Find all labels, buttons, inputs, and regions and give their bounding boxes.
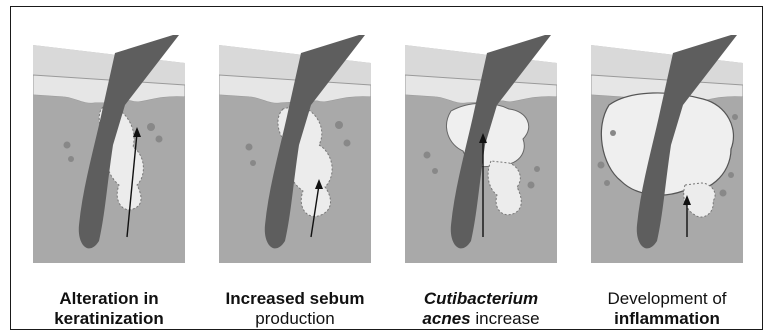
caption-line2: keratinization [19, 309, 199, 329]
figure-frame: Alteration in keratinization Increased s… [10, 6, 763, 330]
caption-line1: Increased sebum [205, 289, 385, 309]
panel-bacteria [405, 35, 557, 263]
caption-line2: production [205, 309, 385, 329]
caption-line2-italic: acnes [422, 309, 470, 328]
caption-keratinization: Alteration in keratinization [19, 289, 199, 329]
skin-cross-section-1 [33, 35, 185, 263]
skin-cross-section-4 [591, 35, 743, 263]
panel-inflammation [591, 35, 743, 263]
panel-sebum [219, 35, 371, 263]
caption-line1: Alteration in [19, 289, 199, 309]
caption-inflammation: Development of inflammation [577, 289, 757, 329]
caption-line2: inflammation [577, 309, 757, 329]
skin-cross-section-2 [219, 35, 371, 263]
caption-sebum: Increased sebum production [205, 289, 385, 329]
caption-bacteria: Cutibacterium acnes increase [391, 289, 571, 329]
panel-keratinization [33, 35, 185, 263]
caption-line1: Development of [577, 289, 757, 309]
caption-line2: acnes increase [391, 309, 571, 329]
caption-line2-rest: increase [471, 309, 540, 328]
caption-line1: Cutibacterium [391, 289, 571, 309]
skin-cross-section-3 [405, 35, 557, 263]
